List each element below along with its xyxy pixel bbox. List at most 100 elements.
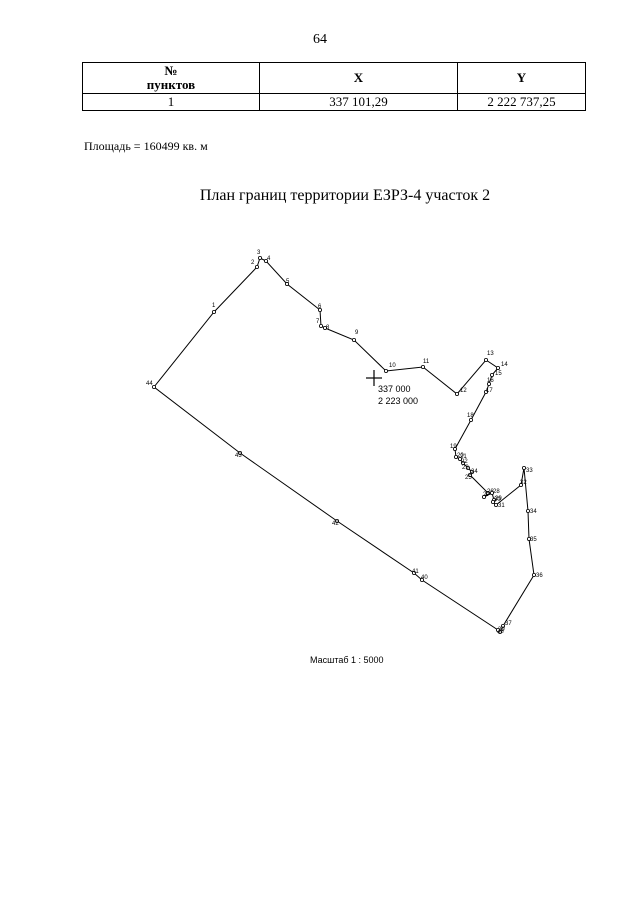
boundary-point-label: 6 bbox=[318, 304, 322, 310]
boundary-point-marker bbox=[485, 490, 490, 495]
boundary-point-label: 9 bbox=[355, 330, 359, 336]
boundary-point-marker bbox=[452, 446, 457, 451]
boundary-polygon bbox=[153, 257, 535, 633]
boundary-point-marker bbox=[486, 381, 491, 386]
boundary-point-marker bbox=[454, 391, 459, 396]
boundary-point-marker bbox=[351, 337, 356, 342]
boundary-point-marker bbox=[483, 357, 488, 362]
boundary-point-label: 34 bbox=[530, 509, 537, 515]
boundary-point-marker bbox=[469, 469, 474, 474]
boundary-point-label: 38 bbox=[497, 629, 504, 635]
boundary-point-marker bbox=[383, 368, 388, 373]
boundary-point-label: 39 bbox=[498, 627, 505, 633]
scale-label: Масштаб 1 : 5000 bbox=[310, 655, 384, 665]
area-text: Площадь = 160499 кв. м bbox=[84, 139, 208, 153]
boundary-point-label: 37 bbox=[505, 621, 512, 627]
boundary-point-label: 7 bbox=[316, 319, 320, 325]
boundary-point-marker bbox=[318, 323, 323, 328]
boundary-point-label: 25 bbox=[465, 475, 472, 481]
plan-title: План границ территории ЕЗРЗ-4 участок 2 bbox=[199, 187, 491, 204]
boundary-point-marker bbox=[284, 281, 289, 286]
cell-x: 337 101,29 bbox=[259, 93, 458, 111]
boundary-point-marker bbox=[257, 255, 262, 260]
boundary-point-label: 3 bbox=[257, 250, 261, 256]
boundary-point-label: 8 bbox=[326, 325, 330, 331]
boundary-point-label: 5 bbox=[286, 279, 290, 285]
boundary-point-label: 21 bbox=[460, 454, 467, 460]
boundary-point-marker bbox=[465, 465, 470, 470]
boundary-point-marker bbox=[483, 389, 488, 394]
boundary-point-label: 40 bbox=[421, 575, 428, 581]
boundary-point-label: 22 bbox=[461, 459, 468, 465]
boundary-point-marker bbox=[237, 450, 242, 455]
cell-y: 2 222 737,25 bbox=[457, 93, 586, 111]
boundary-point-marker bbox=[411, 571, 416, 576]
boundary-point-label: 42 bbox=[332, 521, 339, 527]
boundary-point-marker bbox=[263, 258, 268, 263]
boundary-point-marker bbox=[211, 309, 216, 314]
boundary-point-marker bbox=[151, 384, 156, 389]
boundary-point-marker bbox=[522, 465, 527, 470]
boundary-point-marker bbox=[453, 454, 458, 459]
boundary-point-label: 11 bbox=[423, 359, 430, 365]
boundary-point-label: 32 bbox=[520, 480, 527, 486]
boundary-point-marker bbox=[495, 628, 500, 633]
boundary-point-label: 35 bbox=[530, 537, 537, 543]
boundary-point-marker bbox=[317, 307, 322, 312]
boundary-point-label: 14 bbox=[501, 362, 508, 368]
boundary-point-marker bbox=[419, 578, 424, 583]
boundary-point-label: 24 bbox=[471, 469, 478, 475]
boundary-point-label: 29 bbox=[495, 496, 502, 502]
boundary-points: 1234567891011121314151617181920212223242… bbox=[146, 250, 543, 635]
boundary-point-label: 2 bbox=[251, 260, 255, 266]
boundary-point-label: 31 bbox=[498, 503, 505, 509]
boundary-point-label: 44 bbox=[146, 381, 153, 387]
reference-y-label: 2 223 000 bbox=[378, 396, 418, 406]
boundary-point-marker bbox=[500, 624, 505, 629]
boundary-point-marker bbox=[526, 508, 531, 513]
boundary-point-label: 28 bbox=[493, 489, 500, 495]
boundary-point-label: 16 bbox=[487, 378, 494, 384]
boundary-point-marker bbox=[460, 460, 465, 465]
boundary-point-marker bbox=[420, 364, 425, 369]
boundary-point-label: 27 bbox=[483, 492, 490, 498]
boundary-point-label: 12 bbox=[460, 388, 467, 394]
boundary-point-label: 4 bbox=[267, 256, 271, 262]
boundary-point-label: 30 bbox=[494, 497, 501, 503]
boundary-point-label: 15 bbox=[495, 371, 502, 377]
boundary-point-marker bbox=[490, 499, 495, 504]
reference-mark: 337 000 2 223 000 bbox=[366, 370, 418, 406]
reference-x-label: 337 000 bbox=[378, 384, 411, 394]
boundary-point-marker bbox=[489, 490, 494, 495]
boundary-point-label: 19 bbox=[450, 444, 457, 450]
boundary-point-marker bbox=[457, 456, 462, 461]
boundary-point-marker bbox=[495, 365, 500, 370]
boundary-point-marker bbox=[527, 537, 532, 542]
boundary-point-marker bbox=[532, 573, 537, 578]
boundary-point-marker bbox=[489, 372, 494, 377]
boundary-point-label: 1 bbox=[212, 303, 216, 309]
boundary-point-label: 20 bbox=[457, 453, 464, 459]
boundary-point-marker bbox=[334, 519, 339, 524]
boundary-point-marker bbox=[481, 494, 486, 499]
boundary-point-label: 41 bbox=[412, 569, 419, 575]
boundary-point-label: 23 bbox=[462, 465, 469, 471]
boundary-point-label: 13 bbox=[487, 351, 494, 357]
boundary-point-marker bbox=[519, 482, 524, 487]
boundary-point-marker bbox=[493, 502, 498, 507]
boundary-point-label: 33 bbox=[526, 468, 533, 474]
boundary-point-marker bbox=[254, 264, 259, 269]
boundary-point-marker bbox=[468, 417, 473, 422]
page-number: 64 bbox=[313, 32, 327, 47]
boundary-point-label: 43 bbox=[235, 453, 242, 459]
boundary-point-label: 36 bbox=[536, 573, 543, 579]
boundary-point-label: 18 bbox=[467, 413, 474, 419]
boundary-point-marker bbox=[467, 472, 472, 477]
cell-point: 1 bbox=[82, 93, 260, 111]
boundary-point-label: 17 bbox=[486, 388, 493, 394]
